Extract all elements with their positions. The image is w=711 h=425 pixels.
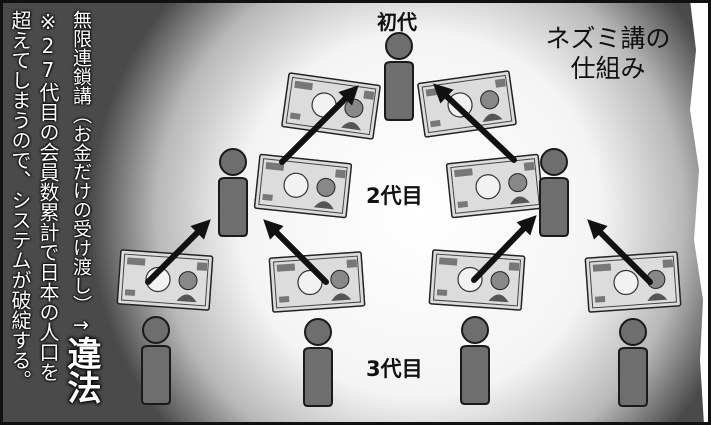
member-second-right xyxy=(539,148,569,237)
member-third xyxy=(141,316,171,405)
banknote xyxy=(268,251,366,313)
member-second-left xyxy=(218,148,248,237)
member-first xyxy=(384,32,414,121)
member-third xyxy=(618,318,648,407)
banknote xyxy=(116,249,214,311)
side-note-line: 超えてしまうので、システムが破綻する。 xyxy=(8,10,32,390)
banknote xyxy=(253,153,353,219)
side-note-line: 無限連鎖講（お金だけの受け渡し）→違法 xyxy=(61,10,101,404)
side-note-line: ※27代目の会員数累計で日本の人口を xyxy=(36,10,60,382)
arrow xyxy=(433,83,517,163)
torn-edge xyxy=(690,0,711,425)
member-third xyxy=(303,318,333,407)
arrow xyxy=(263,219,329,285)
side-note-text: 無限連鎖講（お金だけの受け渡し）→ xyxy=(70,10,92,336)
banknote xyxy=(445,153,545,219)
diagram-title: ネズミ講の 仕組み xyxy=(523,24,693,84)
arrow xyxy=(471,215,537,283)
title-line: 仕組み xyxy=(570,54,646,83)
member-third xyxy=(460,316,490,405)
tier-label-third: 3代目 xyxy=(366,357,423,381)
illegal-label: 違法 xyxy=(61,336,101,404)
arrow xyxy=(145,219,211,285)
title-line: ネズミ講の xyxy=(545,24,671,53)
arrow xyxy=(279,85,359,165)
tier-label-second: 2代目 xyxy=(366,184,423,208)
arrow xyxy=(587,219,653,285)
tier-label-first: 初代 xyxy=(377,10,417,34)
flow-arrows xyxy=(145,83,653,285)
